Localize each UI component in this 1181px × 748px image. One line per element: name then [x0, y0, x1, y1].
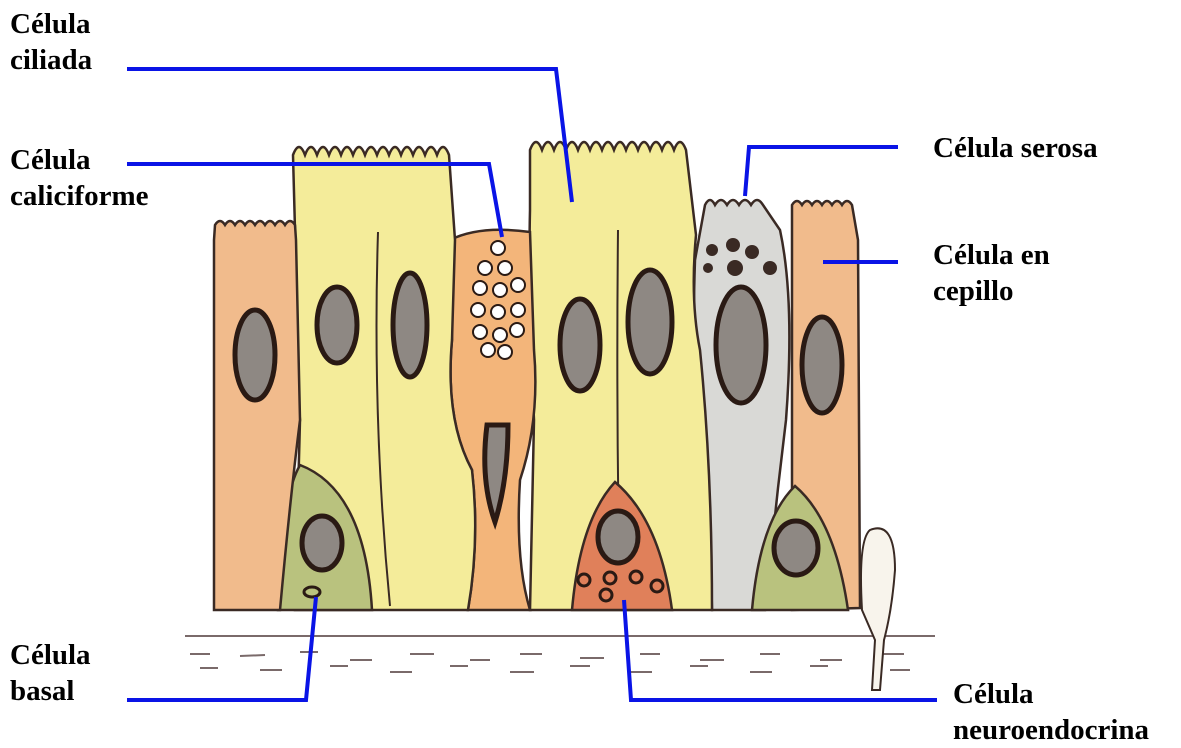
nerve-ending: [861, 528, 895, 690]
leader-line-serosa: [745, 147, 898, 196]
label-ciliated-cell: Célula ciliada: [10, 6, 92, 78]
basement-membrane: [185, 636, 935, 672]
label-basal-cell: Célula basal: [10, 637, 91, 709]
leader-line-basal: [127, 597, 316, 700]
label-goblet-cell: Célula caliciforme: [10, 142, 148, 214]
label-serous-cell: Célula serosa: [933, 130, 1098, 166]
label-brush-cell: Célula en cepillo: [933, 237, 1050, 309]
label-neuroendocrine-cell: Célula neuroendocrina: [953, 676, 1149, 748]
